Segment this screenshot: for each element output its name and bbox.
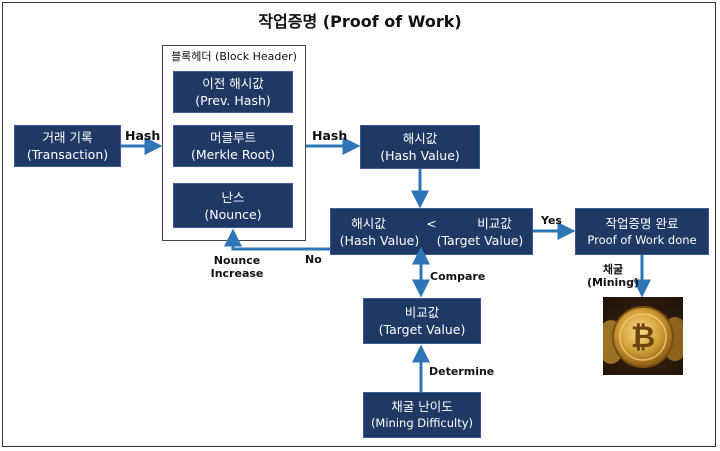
mining-label: 채굴 (Mining) — [586, 263, 640, 289]
no-label: No — [305, 253, 322, 266]
block-header-label: 블록헤더 (Block Header) — [171, 50, 297, 63]
mining-label-en: (Mining) — [586, 276, 640, 289]
prev-hash-ko: 이전 해시값 — [202, 76, 264, 91]
pow-done-en: Proof of Work done — [587, 232, 697, 247]
target-value-en: (Target Value) — [378, 322, 466, 337]
nounce-increase-line1: Nounce — [213, 254, 261, 267]
nounce-increase-line2: Increase — [210, 267, 264, 280]
bitcoin-coin-icon: ₿ — [603, 297, 683, 375]
comparison-right-ko: 비교값 — [477, 215, 512, 231]
target-value-ko: 비교값 — [404, 305, 440, 320]
transaction-ko: 거래 기록 — [42, 130, 93, 145]
comparison-left-ko: 해시값 — [351, 215, 386, 231]
mining-difficulty-ko: 채굴 난이도 — [391, 399, 453, 414]
nounce-increase-label: Nounce Increase — [210, 254, 264, 280]
yes-label: Yes — [541, 214, 562, 227]
diagram-frame — [2, 2, 716, 447]
pow-done-box: 작업증명 완료 Proof of Work done — [575, 208, 709, 255]
transaction-en: (Transaction) — [26, 147, 109, 162]
hash-value-box: 해시값 (Hash Value) — [360, 125, 480, 169]
prev-hash-en: (Prev. Hash) — [195, 93, 271, 108]
hash-label-2: Hash — [312, 128, 348, 143]
comparison-right-en: (Target Value) — [436, 232, 524, 248]
diagram-title: 작업증명 (Proof of Work) — [258, 12, 462, 31]
merkle-root-ko: 머클루트 — [209, 130, 256, 145]
arrow-no-to-nounce — [224, 228, 330, 251]
prev-hash-box: 이전 해시값 (Prev. Hash) — [173, 71, 293, 113]
compare-label: Compare — [430, 270, 486, 283]
comparison-operator: < — [426, 215, 437, 231]
merkle-root-box: 머클루트 (Merkle Root) — [173, 125, 293, 167]
comparison-left-en: (Hash Value) — [339, 232, 420, 248]
mining-label-ko: 채굴 — [602, 263, 624, 276]
nounce-en: (Nounce) — [204, 206, 262, 222]
comparison-box: 해시값 < 비교값 (Hash Value) (Target Value) — [330, 208, 533, 255]
pow-done-ko: 작업증명 완료 — [605, 215, 679, 231]
hash-label-1: Hash — [125, 128, 161, 143]
target-value-box: 비교값 (Target Value) — [363, 298, 481, 344]
nounce-ko: 난스 — [221, 189, 245, 205]
hash-value-ko: 해시값 — [402, 131, 438, 146]
mining-difficulty-box: 채굴 난이도 (Mining Difficulty) — [363, 392, 481, 438]
svg-text:₿: ₿ — [631, 320, 655, 355]
merkle-root-en: (Merkle Root) — [190, 147, 276, 162]
determine-label: Determine — [429, 365, 495, 378]
nounce-box: 난스 (Nounce) — [173, 183, 293, 228]
transaction-box: 거래 기록 (Transaction) — [14, 125, 121, 167]
hash-value-en: (Hash Value) — [380, 148, 460, 163]
mining-difficulty-en: (Mining Difficulty) — [370, 416, 474, 430]
